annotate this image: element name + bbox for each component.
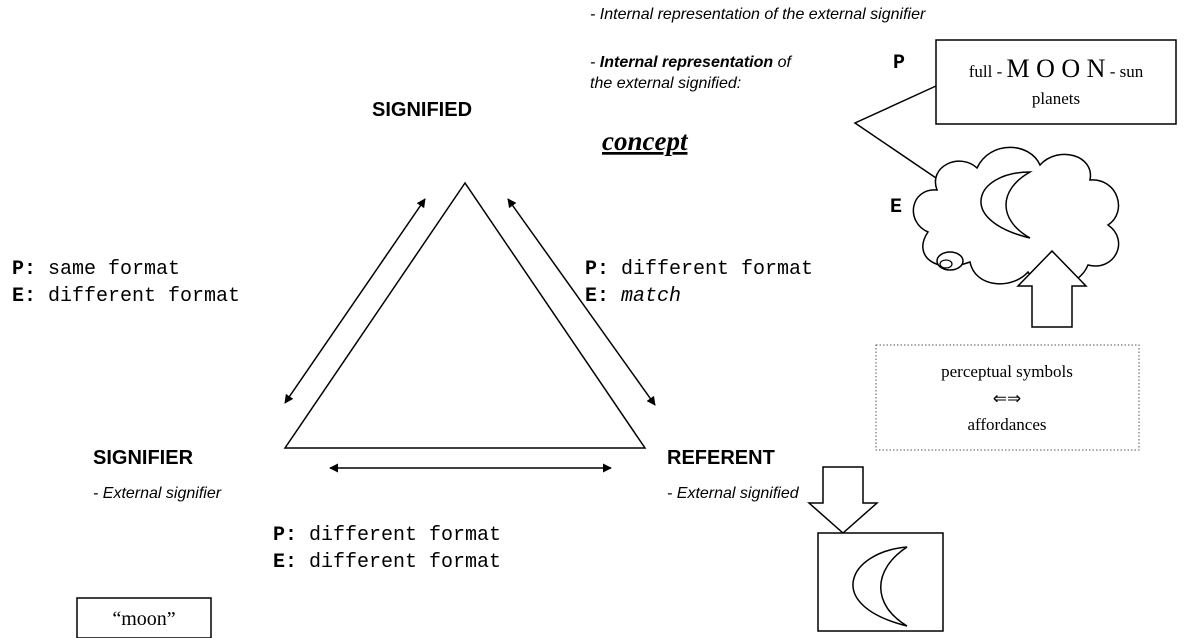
perceptual-line2: ⇐⇒ xyxy=(993,389,1022,408)
right-edge-arrow xyxy=(507,198,656,406)
thought-cloud-icon xyxy=(912,146,1120,287)
moon-concept-line2: planets xyxy=(1032,89,1080,108)
label-e: E xyxy=(890,196,902,219)
top-note: - Internal representation of the externa… xyxy=(590,6,926,23)
perceptual-symbols-box xyxy=(875,344,1140,451)
bottom-edge-e: E: different format xyxy=(273,551,501,574)
speech-pointer xyxy=(853,85,937,179)
referent-crescent-moon-icon xyxy=(852,546,908,627)
signifier-subtitle: - External signifier xyxy=(93,485,222,502)
right-edge-p: P: different format xyxy=(585,258,813,281)
perceptual-line3: affordances xyxy=(968,415,1047,434)
concept-note-line1: - Internal representation of xyxy=(590,54,793,71)
moon-concept-box xyxy=(935,39,1177,125)
left-edge-p: P: same format xyxy=(12,258,180,281)
left-edge-e: E: different format xyxy=(12,285,240,308)
signifier-label: SIGNIFIER xyxy=(93,447,194,469)
word-box xyxy=(76,597,212,638)
hollow-up-arrow-icon xyxy=(1016,249,1088,328)
referent-label: REFERENT xyxy=(667,447,775,469)
hollow-down-arrow-icon xyxy=(807,466,879,535)
moon-concept-line1: full - M O O N - sun xyxy=(969,54,1144,83)
crescent-moon-icon xyxy=(980,171,1033,239)
label-p: P xyxy=(893,52,905,75)
right-edge-e: E: match xyxy=(585,285,681,308)
word-box-text: “moon” xyxy=(112,608,175,630)
referent-subtitle: - External signified xyxy=(667,485,800,502)
concept-note-line2: the external signified: xyxy=(590,75,741,92)
left-edge-arrow xyxy=(284,198,426,404)
bottom-edge-p: P: different format xyxy=(273,524,501,547)
concept-label: concept xyxy=(602,126,689,156)
signified-label: SIGNIFIED xyxy=(372,99,472,121)
perceptual-line1: perceptual symbols xyxy=(941,362,1073,381)
